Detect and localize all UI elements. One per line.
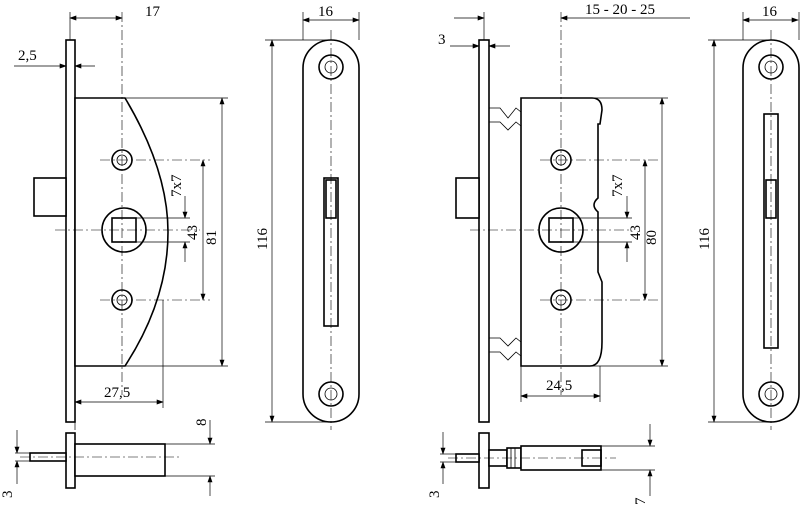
lock-a-spindle-label: 7x7 (169, 174, 185, 197)
lock-b-spindle-label: 7x7 (610, 174, 626, 197)
strike-a-width-label: 16 (318, 4, 334, 20)
lock-b-bolt-side-view: 7 3 (427, 424, 655, 505)
lock-b-case-height-label: 80 (644, 230, 660, 245)
lock-b-faceplate (478, 39, 490, 423)
lock-b-depth-label: 24,5 (546, 378, 572, 394)
lock-b-faceplate-label: 3 (438, 32, 446, 48)
lock-b-bolt-projection-label: 7 (633, 497, 649, 505)
strike-b: 16 116 (697, 4, 800, 430)
strike-b-length-label: 116 (697, 228, 713, 250)
lock-a-backset-label: 17 (145, 4, 161, 20)
lock-a-bolt-side-view: 8 3 (0, 419, 215, 499)
lock-a-bolt-projection-label: 8 (194, 419, 210, 427)
lock-a-hole-spacing-label: 43 (185, 225, 201, 240)
lock-b-backset-label: 15 - 20 - 25 (585, 2, 655, 18)
lock-a-front-view (33, 12, 210, 423)
lock-a-case (74, 97, 169, 367)
lock-b-latch-bolt (455, 177, 480, 219)
strike-b-latch-slot (763, 113, 779, 349)
lock-b-case (520, 97, 603, 367)
strike-a-length-label: 116 (255, 228, 271, 250)
lock-a-faceplate-label: 2,5 (18, 48, 37, 64)
lock-b-dimensions: 15 - 20 - 25 3 80 43 7x7 24,5 (438, 2, 690, 402)
lock-b-hole-spacing-label: 43 (628, 225, 644, 240)
lock-a-dimensions: 17 2,5 81 43 7x7 27,5 (14, 4, 228, 430)
lock-a-faceplate (65, 39, 76, 423)
lock-a-bolt-step-label: 3 (0, 491, 16, 499)
lock-a-latch-bolt (33, 177, 67, 217)
lock-b-bolt-step-label: 3 (427, 491, 443, 499)
lock-b-front-view (455, 12, 660, 423)
lock-a-case-height-label: 81 (204, 230, 220, 245)
strike-b-width-label: 16 (762, 4, 778, 20)
strike-a: 16 116 (255, 4, 360, 430)
lock-a-depth-label: 27,5 (104, 385, 130, 401)
